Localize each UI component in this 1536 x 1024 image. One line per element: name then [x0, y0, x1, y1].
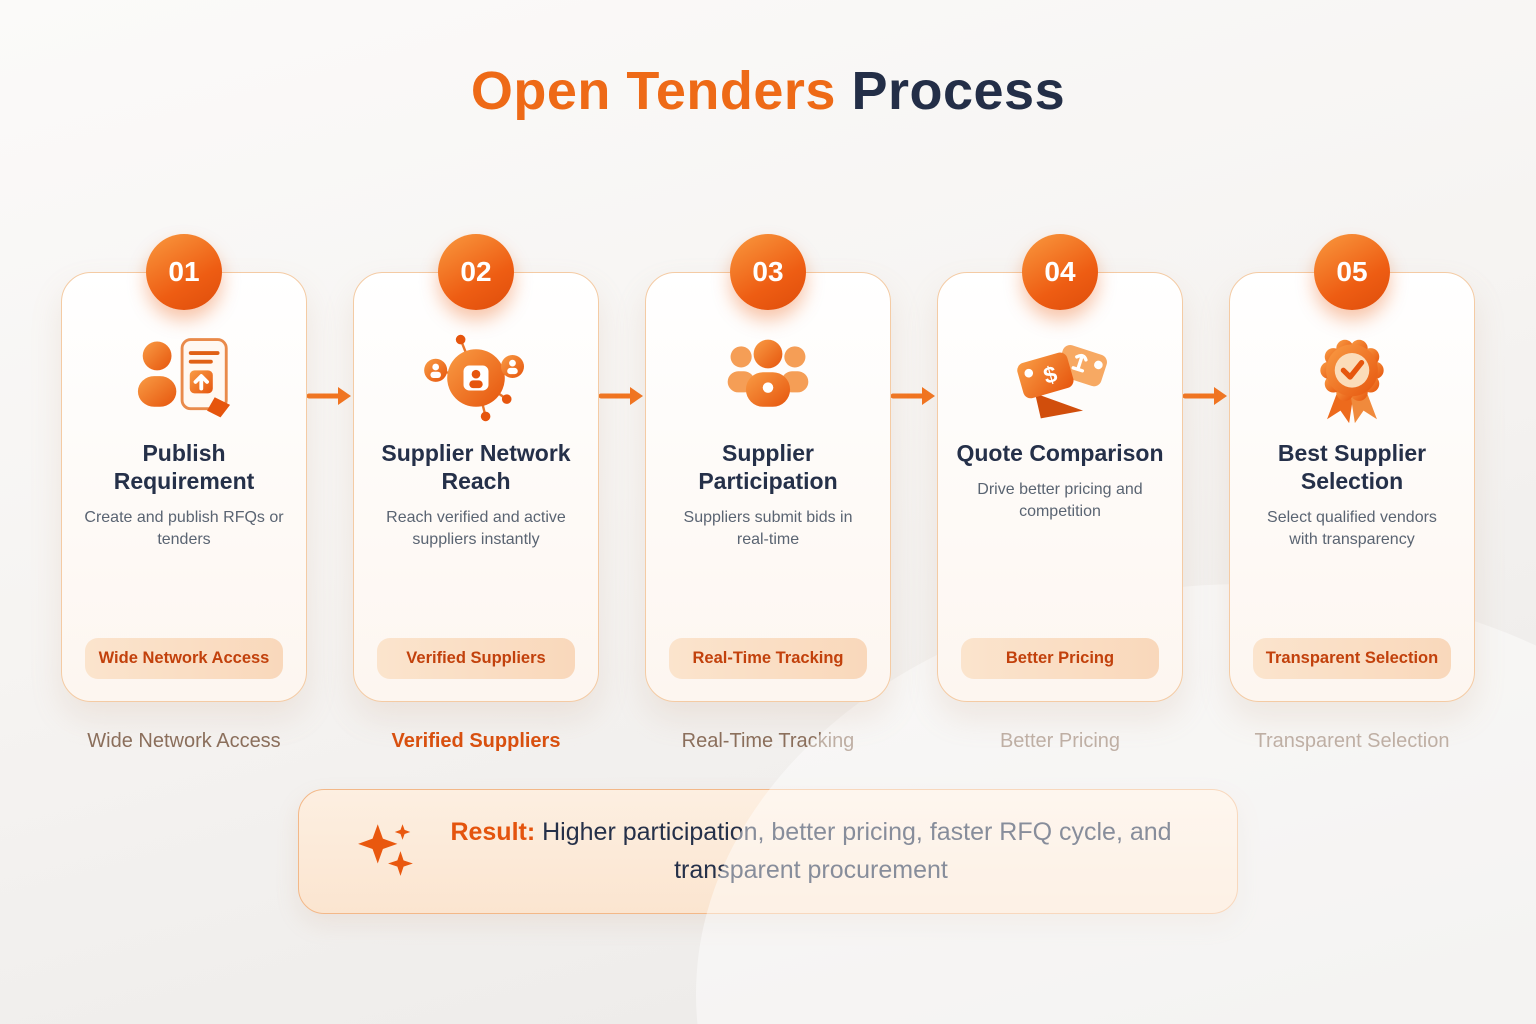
arrow-right-icon — [891, 384, 937, 408]
step-title: Supplier Participation — [698, 440, 838, 495]
publish-document-icon — [126, 329, 242, 427]
step-badge-pill: Better Pricing — [961, 638, 1159, 679]
step-card-body: Best Supplier Selection Select qualified… — [1229, 272, 1475, 702]
page-title: Open Tenders Process — [0, 0, 1536, 122]
step-title: Quote Comparison — [956, 440, 1164, 466]
step-number-badge: 03 — [730, 234, 806, 310]
step-card-4: 04 — [937, 234, 1183, 702]
step-description: Drive better pricing and competition — [977, 481, 1143, 521]
step-title: Best Supplier Selection — [1277, 440, 1427, 495]
result-label: Result: — [450, 818, 536, 846]
step-number-badge: 04 — [1022, 234, 1098, 310]
step-title: Supplier Network Reach — [381, 440, 571, 495]
price-tags-icon: $ — [1002, 329, 1118, 427]
step-card-3: 03 — [645, 234, 891, 702]
step-card-body: Publish Requirement Create and publish R… — [61, 272, 307, 702]
caption-spacer — [599, 730, 645, 753]
result-text: Result: Higher participation, better pri… — [441, 814, 1181, 889]
result-body: Higher participation, better pricing, fa… — [535, 818, 1172, 884]
step-captions-row: Wide Network Access Verified Suppliers R… — [0, 730, 1536, 753]
step-card-body: Supplier Participation Suppliers submit … — [645, 272, 891, 702]
step-caption: Verified Suppliers — [391, 730, 561, 752]
step-title: Publish Requirement — [113, 440, 255, 495]
step-badge-pill: Wide Network Access — [85, 638, 283, 679]
step-caption: Transparent Selection — [1254, 730, 1450, 752]
step-number-badge: 02 — [438, 234, 514, 310]
award-ribbon-icon — [1294, 329, 1410, 427]
step-caption: Better Pricing — [999, 730, 1121, 752]
process-steps-row: 01 — [0, 234, 1536, 702]
step-description: Suppliers submit bids in real-time — [683, 509, 853, 549]
step-card-body: $ Quote Comparison Drive better pricing … — [937, 272, 1183, 702]
caption-spacer — [307, 730, 353, 753]
step-card-1: 01 — [61, 234, 307, 702]
step-badge-pill: Transparent Selection — [1253, 638, 1451, 679]
step-description: Create and publish RFQs or tenders — [84, 509, 284, 549]
result-summary-box: Result: Higher participation, better pri… — [298, 789, 1238, 914]
step-description: Reach verified and active suppliers inst… — [386, 509, 566, 549]
step-caption: Real-Time Tracking — [681, 730, 855, 752]
sparkles-icon — [355, 818, 417, 885]
arrow-right-icon — [307, 384, 353, 408]
arrow-right-icon — [1183, 384, 1229, 408]
step-number-badge: 01 — [146, 234, 222, 310]
step-badge-pill: Real-Time Tracking — [669, 638, 867, 679]
step-caption: Wide Network Access — [87, 730, 281, 752]
arrow-right-icon — [599, 384, 645, 408]
supplier-network-icon — [418, 329, 534, 427]
step-card-body: Supplier Network Reach Reach verified an… — [353, 272, 599, 702]
step-description: Select qualified vendors with transparen… — [1267, 509, 1437, 549]
step-number-badge: 05 — [1314, 234, 1390, 310]
step-card-2: 02 — [353, 234, 599, 702]
page-title-highlight: Open Tenders — [470, 61, 836, 121]
step-card-5: 05 — [1229, 234, 1475, 702]
step-badge-pill: Verified Suppliers — [377, 638, 575, 679]
page-title-rest: Process — [835, 61, 1066, 121]
supplier-participation-icon — [710, 329, 826, 427]
